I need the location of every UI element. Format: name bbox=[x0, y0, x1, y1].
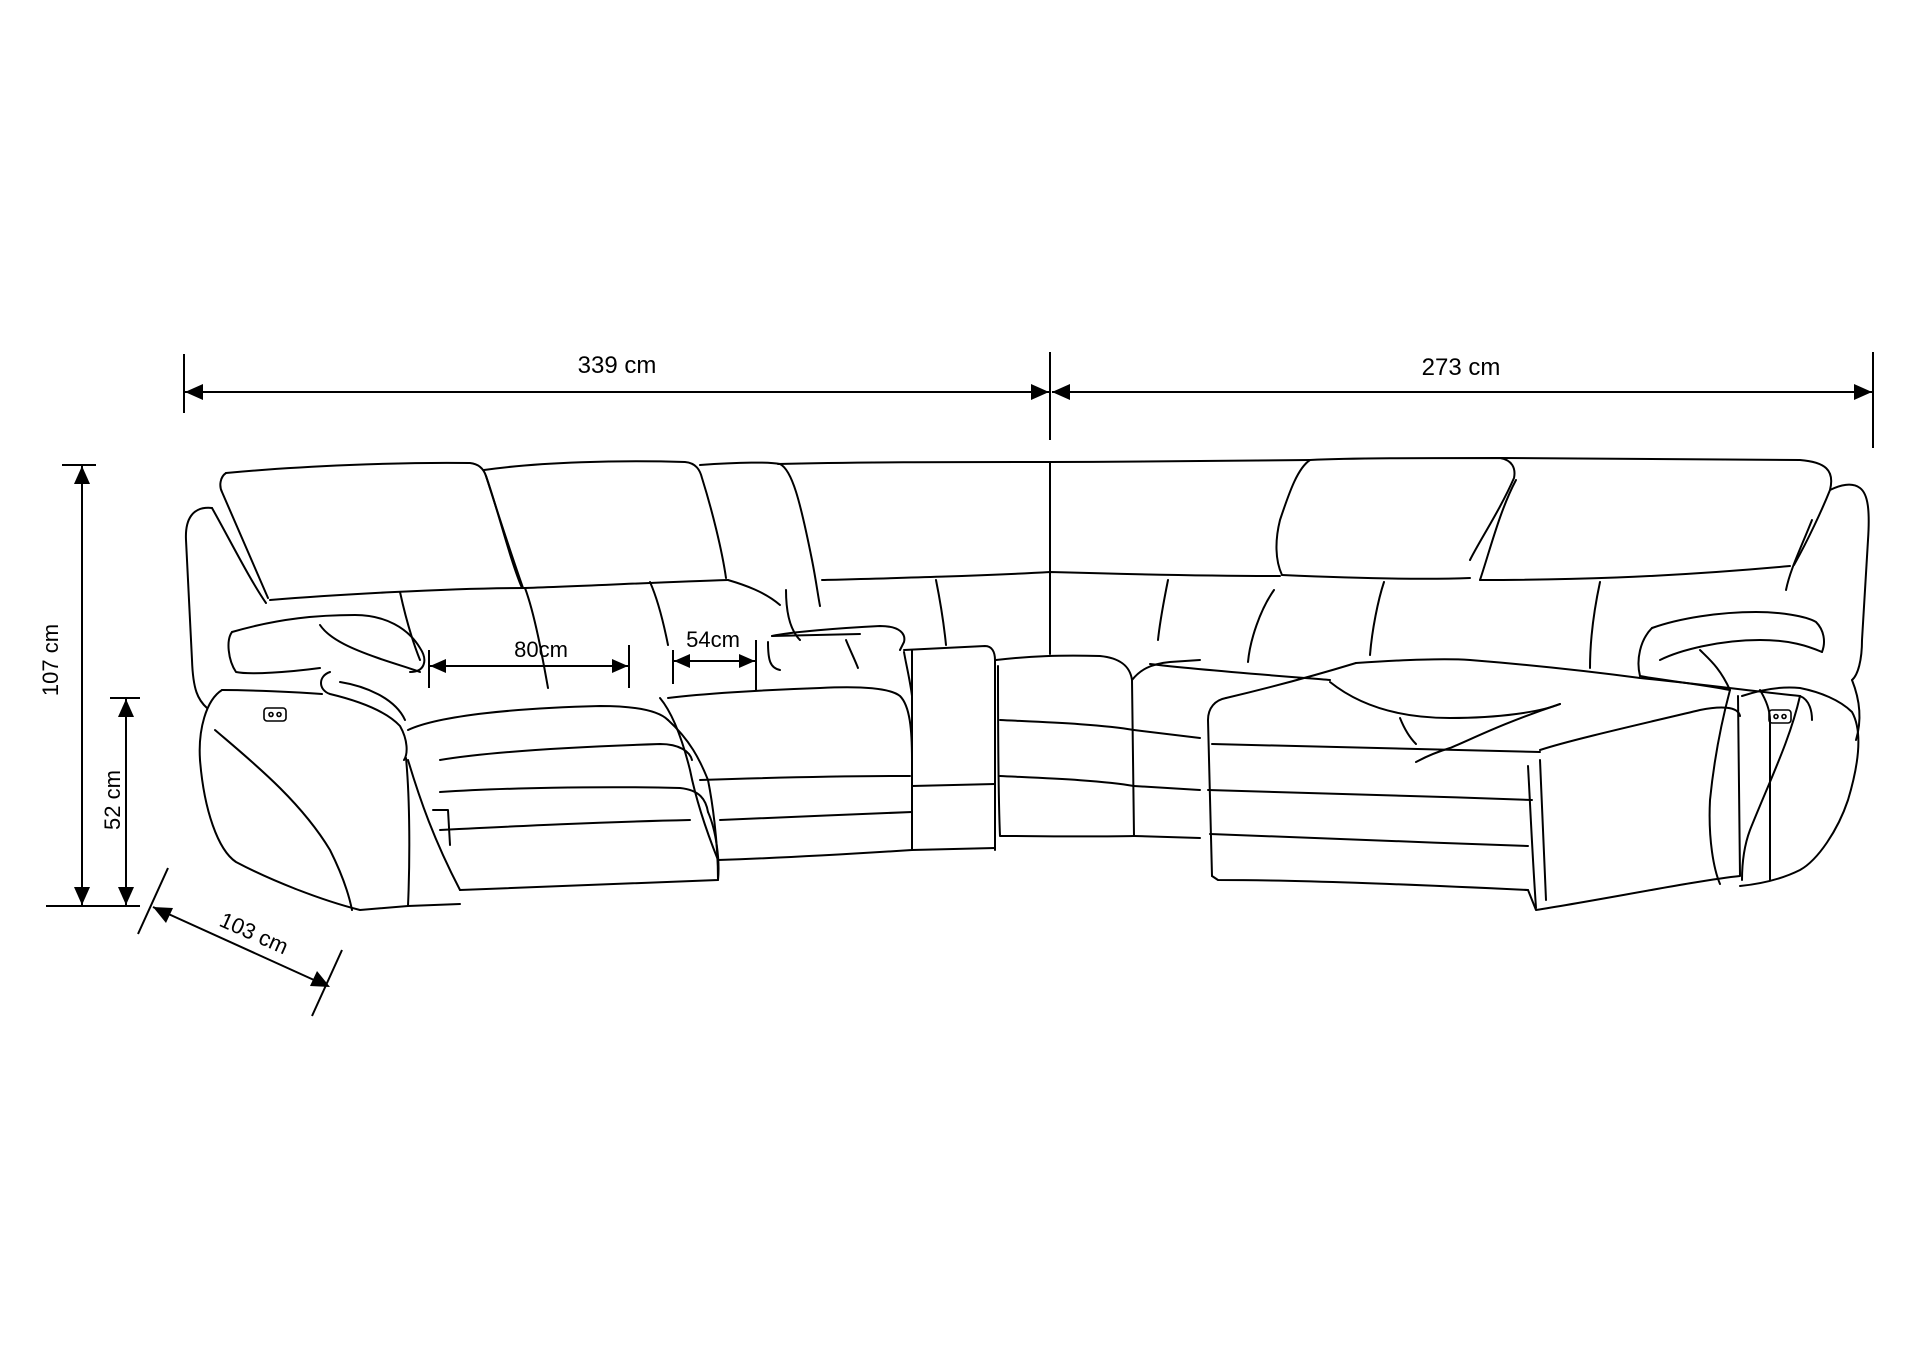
dimension-total-width-right: 273 cm bbox=[1052, 352, 1874, 448]
dimension-label-273: 273 cm bbox=[1422, 354, 1501, 381]
center-console bbox=[699, 461, 996, 851]
dimension-label-339: 339 cm bbox=[578, 352, 657, 379]
power-recline-button-icon bbox=[1768, 709, 1792, 724]
corner-wedge bbox=[777, 459, 1311, 839]
dimension-label-52: 52 cm bbox=[100, 770, 125, 830]
dimension-seat-width: 80cm bbox=[428, 637, 630, 688]
dimension-label-103: 103 cm bbox=[216, 907, 292, 959]
dimension-label-107: 107 cm bbox=[38, 624, 63, 696]
left-recliner-seat bbox=[184, 461, 720, 911]
middle-recliner-seat bbox=[483, 460, 913, 861]
dimension-seat-height: 52 cm bbox=[100, 697, 140, 905]
right-seat bbox=[1149, 457, 1516, 681]
sofa-outline bbox=[184, 457, 1870, 911]
right-armrest bbox=[1637, 483, 1870, 887]
dimension-depth: 103 cm bbox=[137, 867, 343, 1017]
dimension-label-54: 54cm bbox=[686, 627, 740, 652]
power-recline-button-icon bbox=[263, 707, 287, 722]
dimension-height: 107 cm bbox=[38, 464, 140, 907]
dimension-console-width: 54cm bbox=[672, 627, 757, 690]
dimension-total-width-left: 339 cm bbox=[183, 352, 1051, 440]
right-chaise bbox=[1207, 457, 1833, 911]
